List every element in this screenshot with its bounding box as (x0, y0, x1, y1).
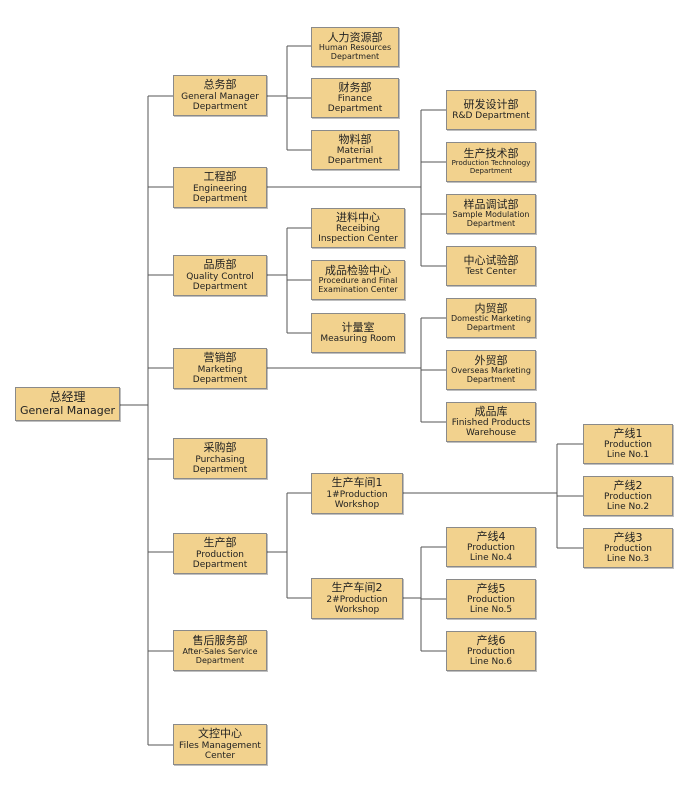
node-production-line-4: 产线4 Production Line No.4 (446, 527, 536, 567)
node-title-en: Production Department (192, 549, 248, 570)
node-title-en: Production Line No.1 (604, 440, 652, 461)
node-title-en: Production Technology Department (451, 159, 531, 176)
node-title-en: Purchasing Department (192, 454, 248, 475)
node-title-en: Sample Modulation Department (452, 210, 530, 229)
node-title-zh: 总务部 (203, 78, 237, 92)
node-title-zh: 人力资源部 (327, 30, 383, 44)
node-title-zh: 生产技术部 (463, 147, 519, 161)
node-title-en: Quality Control Department (186, 271, 254, 292)
node-title-en: Procedure and Final Examination Center (318, 276, 398, 295)
node-title-en: 1#Production Workshop (326, 489, 388, 510)
node-title-zh: 生产车间1 (331, 476, 383, 490)
node-title-zh: 产线5 (476, 581, 506, 595)
node-title-en: Marketing Department (192, 364, 248, 385)
node-title-en: Production Line No.6 (467, 647, 515, 668)
node-title-zh: 营销部 (203, 351, 237, 365)
node-production-line-6: 产线6 Production Line No.6 (446, 631, 536, 671)
node-title-zh: 成品检验中心 (325, 263, 391, 277)
node-title-en: Finance Department (327, 94, 383, 115)
node-title-zh: 文控中心 (198, 727, 242, 741)
node-production-workshop-2: 生产车间2 2#Production Workshop (311, 578, 403, 619)
node-final-examination-center: 成品检验中心 Procedure and Final Examination C… (311, 260, 405, 300)
node-title-zh: 采购部 (203, 441, 237, 455)
node-production-technology-department: 生产技术部 Production Technology Department (446, 142, 536, 182)
node-title-en: Domestic Marketing Department (450, 314, 532, 333)
node-material-department: 物料部 Material Department (311, 130, 399, 170)
node-title-en: Engineering Department (192, 183, 248, 204)
node-title-zh: 物料部 (338, 132, 372, 146)
node-title-en: Production Line No.2 (604, 492, 652, 513)
node-title-en: Measuring Room (320, 334, 396, 345)
node-purchasing-department: 采购部 Purchasing Department (173, 438, 267, 479)
node-rd-department: 研发设计部 R&D Department (446, 90, 536, 130)
node-title-en: General Manager (19, 403, 116, 417)
node-finance-department: 财务部 Finance Department (311, 78, 399, 118)
node-title-en: Human Resources Department (318, 43, 392, 62)
node-general-manager: 总经理 General Manager (15, 387, 120, 421)
node-engineering-department: 工程部 Engineering Department (173, 167, 267, 208)
node-title-en: Receibing Inspection Center (318, 224, 398, 245)
node-sample-modulation-department: 样品调试部 Sample Modulation Department (446, 194, 536, 234)
node-title-en: General Manager Department (181, 91, 259, 112)
node-title-en: Test Center (465, 267, 517, 278)
node-title-en: Production Line No.5 (467, 595, 515, 616)
node-title-en: After-Sales Service Department (182, 646, 258, 665)
node-title-zh: 生产车间2 (331, 581, 383, 595)
node-receiving-inspection-center: 进料中心 Receibing Inspection Center (311, 208, 405, 248)
node-title-zh: 外贸部 (474, 353, 508, 367)
node-title-zh: 成品库 (474, 404, 508, 418)
node-marketing-department: 营销部 Marketing Department (173, 348, 267, 389)
node-title-en: Production Line No.3 (604, 544, 652, 565)
node-title-zh: 品质部 (203, 258, 237, 272)
node-human-resources-department: 人力资源部 Human Resources Department (311, 27, 399, 67)
node-after-sales-department: 售后服务部 After-Sales Service Department (173, 630, 267, 671)
node-title-en: Finished Products Warehouse (451, 418, 531, 439)
node-title-zh: 产线1 (613, 426, 643, 440)
node-title-en: R&D Department (452, 111, 530, 122)
node-domestic-marketing-department: 内贸部 Domestic Marketing Department (446, 298, 536, 338)
node-quality-control-department: 品质部 Quality Control Department (173, 255, 267, 296)
node-production-department: 生产部 Production Department (173, 533, 267, 574)
node-title-zh: 工程部 (203, 170, 237, 184)
node-title-zh: 财务部 (338, 80, 372, 94)
node-title-zh: 产线4 (476, 529, 506, 543)
node-title-zh: 样品调试部 (463, 197, 519, 211)
node-finished-products-warehouse: 成品库 Finished Products Warehouse (446, 402, 536, 442)
node-measuring-room: 计量室 Measuring Room (311, 313, 405, 353)
node-title-zh: 生产部 (203, 536, 237, 550)
node-title-zh: 产线6 (476, 633, 506, 647)
node-production-line-3: 产线3 Production Line No.3 (583, 528, 673, 568)
node-title-en: 2#Production Workshop (326, 594, 388, 615)
node-title-zh: 计量室 (341, 320, 375, 334)
node-production-workshop-1: 生产车间1 1#Production Workshop (311, 473, 403, 514)
node-test-center: 中心试验部 Test Center (446, 246, 536, 286)
node-title-zh: 售后服务部 (192, 634, 248, 648)
node-overseas-marketing-department: 外贸部 Overseas Marketing Department (446, 350, 536, 390)
node-files-management-center: 文控中心 Files Management Center (173, 724, 267, 765)
node-title-zh: 中心试验部 (463, 253, 519, 267)
node-production-line-2: 产线2 Production Line No.2 (583, 476, 673, 516)
node-production-line-1: 产线1 Production Line No.1 (583, 424, 673, 464)
node-title-zh: 产线3 (613, 530, 643, 544)
node-title-zh: 进料中心 (336, 210, 380, 224)
node-title-en: Overseas Marketing Department (451, 366, 531, 385)
node-title-zh: 研发设计部 (463, 97, 519, 111)
node-title-zh: 内贸部 (474, 301, 508, 315)
node-title-zh: 总经理 (49, 390, 86, 405)
node-general-affairs-department: 总务部 General Manager Department (173, 75, 267, 116)
node-title-en: Material Department (327, 146, 383, 167)
node-production-line-5: 产线5 Production Line No.5 (446, 579, 536, 619)
node-title-en: Production Line No.4 (467, 543, 515, 564)
node-title-en: Files Management Center (179, 740, 261, 761)
node-title-zh: 产线2 (613, 478, 643, 492)
